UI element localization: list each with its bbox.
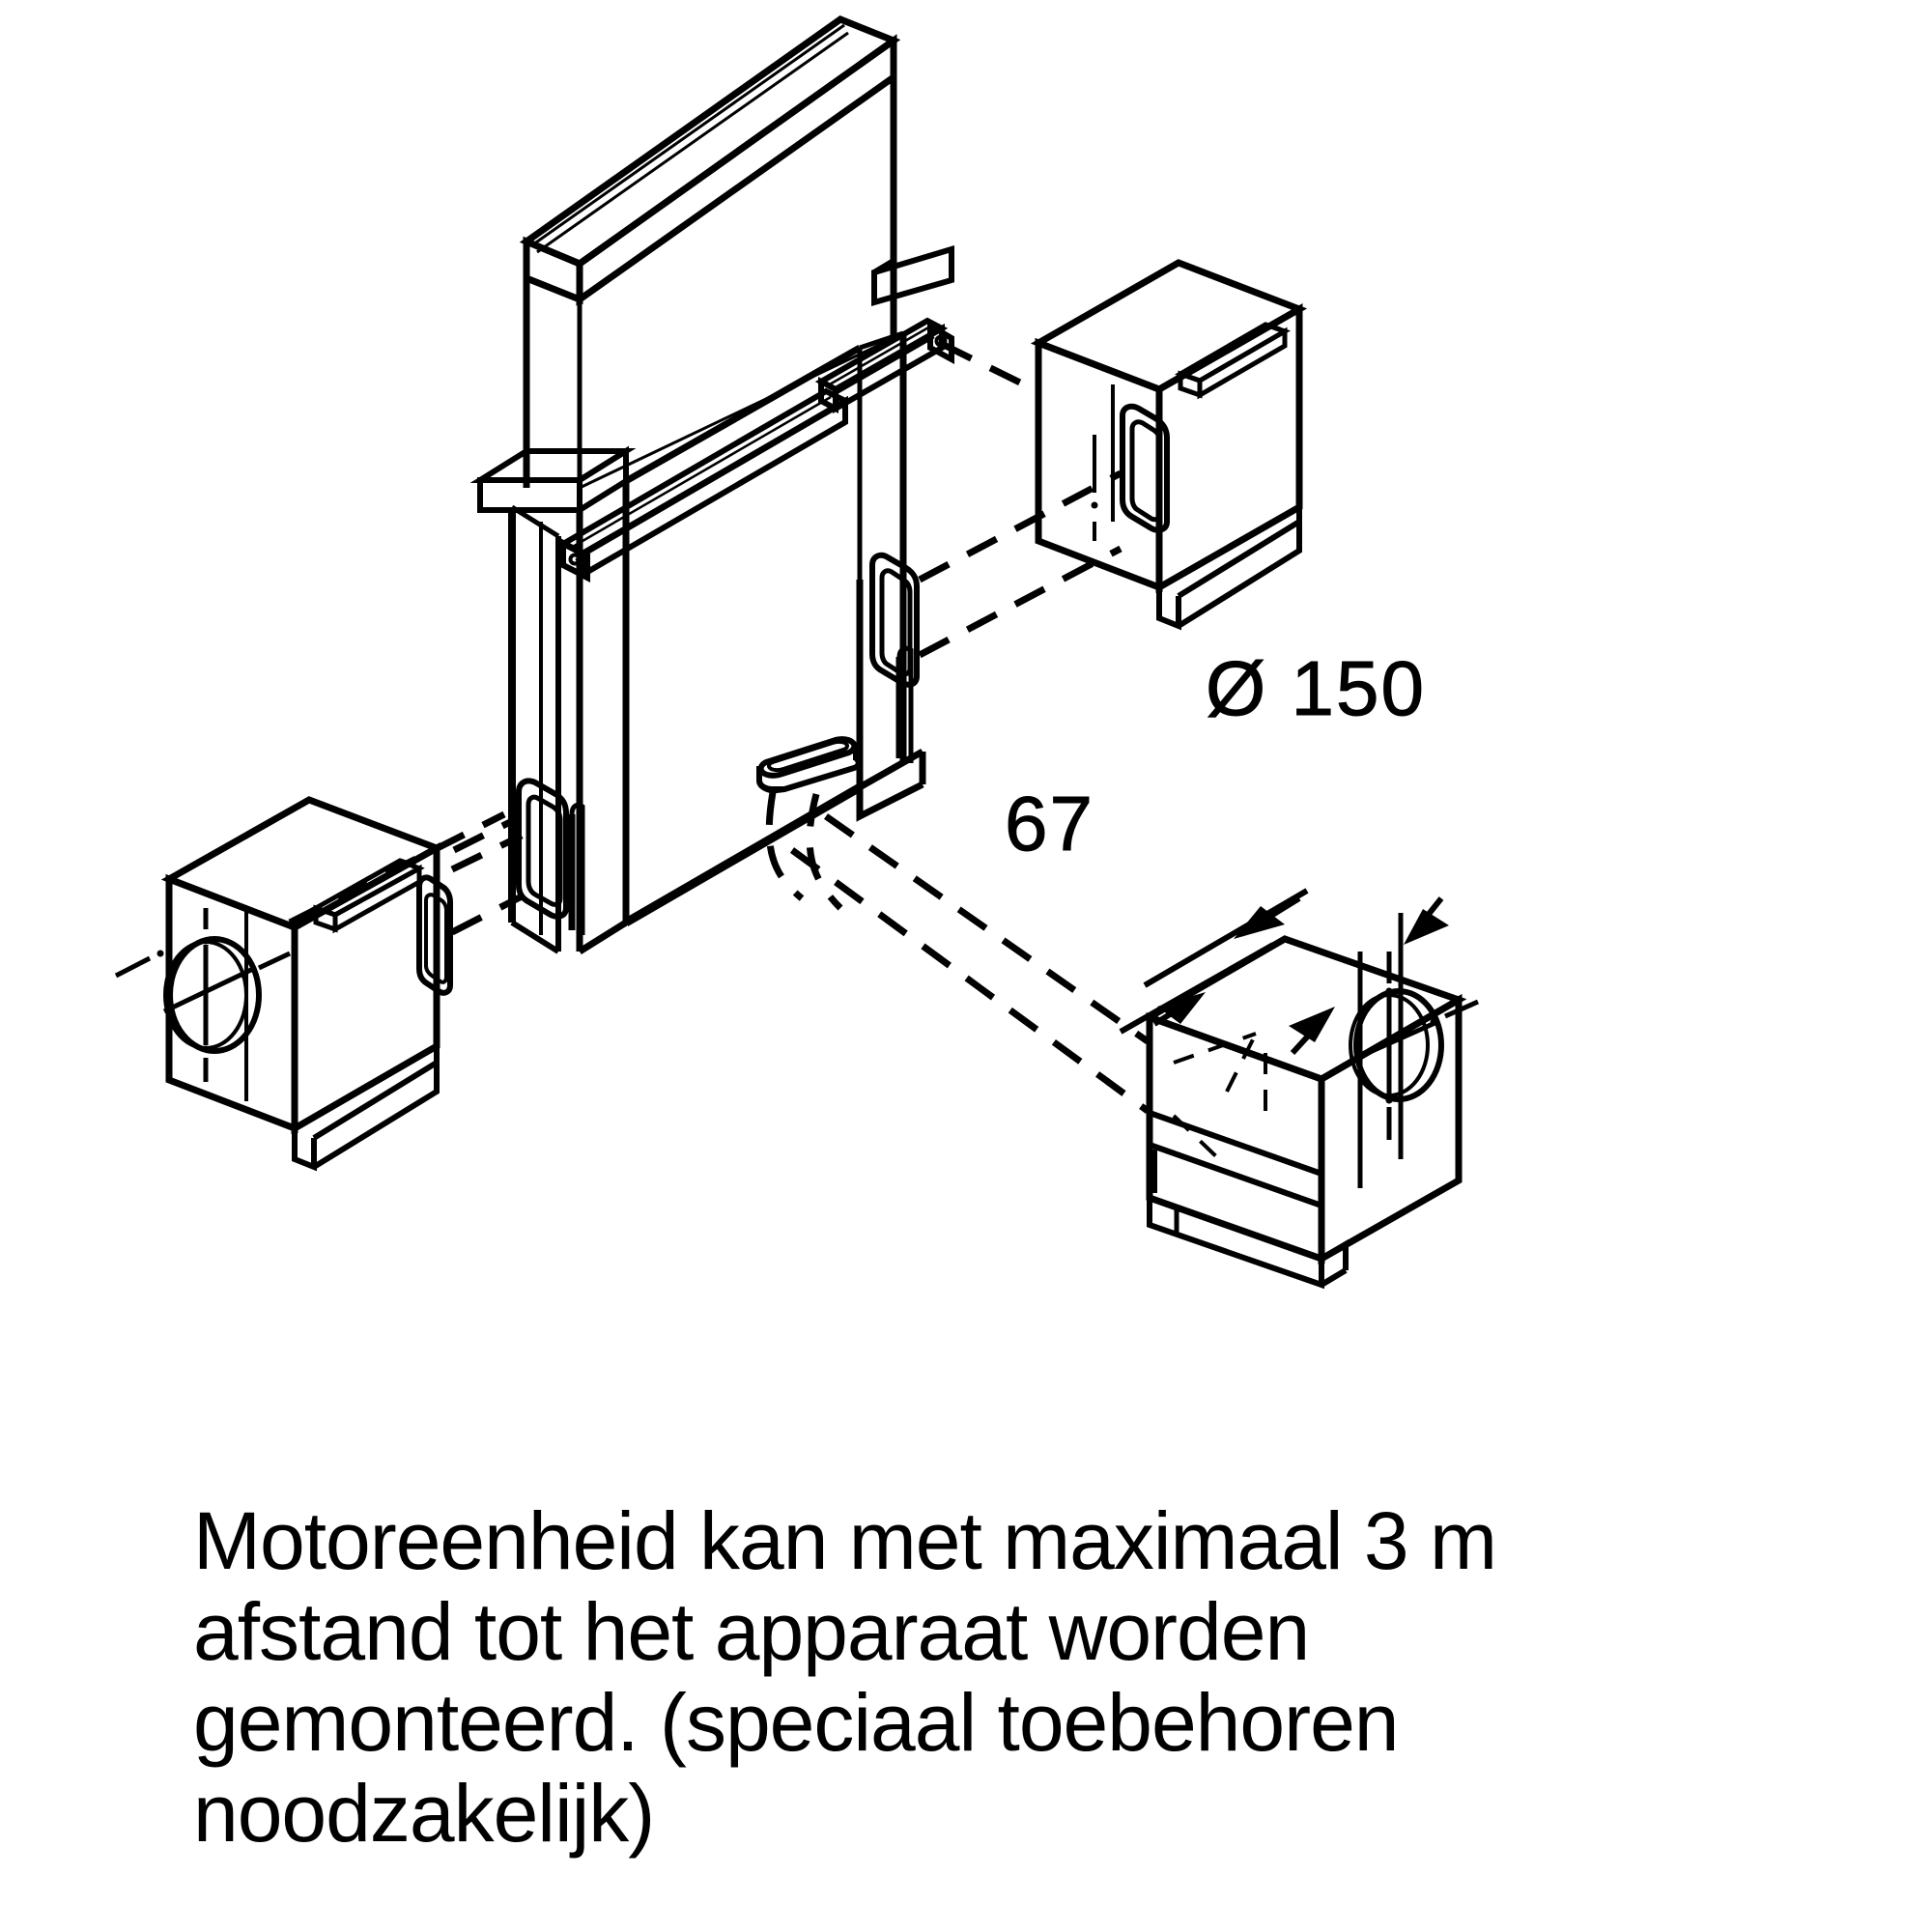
motor-unit-bottom-right <box>1141 935 1480 1290</box>
motor-unit-top-right <box>1030 259 1308 631</box>
dimension-diameter-150 <box>1289 896 1449 1188</box>
mounting-rail-lower <box>556 387 852 582</box>
caption-line-4: noodzakelijk) <box>193 1768 655 1859</box>
caption-line-2: afstand tot het apparaat worden <box>193 1586 1310 1677</box>
motor-unit-bottom-left <box>114 796 453 1172</box>
hood-right-handle-slot <box>869 552 920 763</box>
extended-glass-panel <box>519 15 901 490</box>
dimension-67 <box>1119 888 1309 1035</box>
caption-line-1: Motoreenheid kan met maximaal 3 m <box>193 1495 1497 1586</box>
duct-diameter-label: Ø 150 <box>1206 645 1426 731</box>
caption-line-3: gemonteerd. (speciaal toebehoren <box>193 1677 1400 1768</box>
dashed-assembly-guide-lines <box>288 340 1151 1114</box>
hood-left-handle-slot <box>516 778 585 935</box>
caption-text: Motoreenheid kan met maximaal 3 m afstan… <box>193 1495 1855 1859</box>
outlet-depth-label: 67 <box>1005 781 1094 867</box>
rectangular-duct-outlet <box>756 736 862 794</box>
rail-centre-markers <box>1091 435 1098 541</box>
